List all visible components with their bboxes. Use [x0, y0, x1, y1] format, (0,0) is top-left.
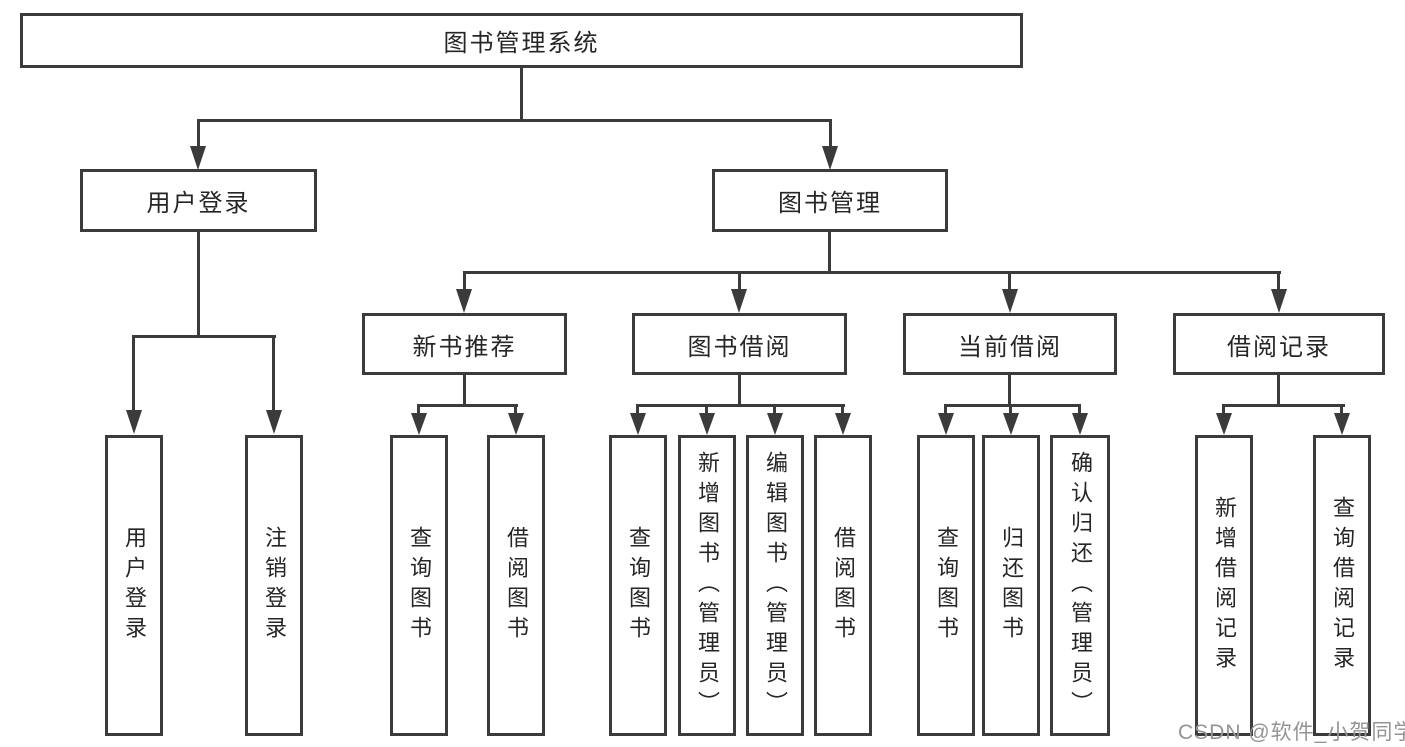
connector-line	[1009, 404, 1012, 415]
connector-line	[1222, 404, 1225, 415]
connector-line	[705, 404, 708, 415]
connector-line	[1222, 404, 1345, 407]
leaf-label: 归还图书	[999, 525, 1024, 646]
connector-line	[417, 404, 420, 415]
leaf-label: 查询借阅记录	[1330, 495, 1355, 676]
connector-line	[1277, 271, 1280, 291]
arrowhead-down-icon	[411, 413, 427, 435]
leaf-br-query-record: 查询借阅记录	[1313, 435, 1371, 736]
leaf-label: 编辑图书（管理员）	[763, 450, 788, 721]
node-label: 新书推荐	[412, 333, 517, 361]
arrowhead-down-icon	[835, 413, 851, 435]
connector-line	[1008, 271, 1011, 291]
arrowhead-down-icon	[630, 413, 646, 435]
connector-line	[738, 375, 741, 406]
connector-line	[636, 404, 639, 415]
node-label: 用户登录	[146, 190, 251, 217]
arrowhead-down-icon	[1003, 413, 1019, 435]
arrowhead-down-icon	[1072, 413, 1088, 435]
connector-line	[1340, 404, 1343, 415]
node-label: 图书借阅	[687, 333, 792, 361]
leaf-label: 查询图书	[934, 525, 959, 646]
node-label: 图书管理	[778, 190, 882, 217]
leaf-cb-query-book: 查询图书	[917, 435, 975, 736]
node-root-library-system: 图书管理系统	[20, 13, 1023, 68]
arrowhead-down-icon	[1216, 413, 1232, 435]
leaf-label: 确认归还（管理员）	[1068, 450, 1093, 721]
connector-line	[636, 404, 845, 407]
leaf-bb-edit-book-admin: 编辑图书（管理员）	[746, 435, 804, 736]
connector-line	[463, 271, 1281, 274]
leaf-bb-add-book-admin: 新增图书（管理员）	[678, 435, 736, 736]
arrowhead-down-icon	[456, 289, 472, 313]
node-label: 当前借阅	[958, 333, 1062, 361]
arrowhead-down-icon	[266, 410, 282, 434]
leaf-nb-borrow-book: 借阅图书	[487, 435, 545, 736]
leaf-label: 查询图书	[407, 525, 432, 646]
arrowhead-down-icon	[508, 413, 524, 435]
connector-line	[738, 271, 741, 291]
node-book-management: 图书管理	[712, 169, 948, 232]
connector-line	[944, 404, 1081, 407]
arrowhead-down-icon	[822, 146, 838, 170]
arrowhead-down-icon	[1271, 289, 1287, 313]
leaf-cb-return-book: 归还图书	[982, 435, 1040, 736]
node-borrow-records: 借阅记录	[1173, 313, 1385, 375]
arrowhead-down-icon	[190, 146, 206, 170]
node-user-login: 用户登录	[80, 169, 317, 232]
connector-line	[1277, 375, 1280, 406]
node-book-borrow: 图书借阅	[632, 313, 847, 375]
arrowhead-down-icon	[1334, 413, 1350, 435]
leaf-bb-borrow-book: 借阅图书	[814, 435, 872, 736]
leaf-label: 新增借阅记录	[1212, 495, 1237, 676]
leaf-cb-confirm-return-admin: 确认归还（管理员）	[1050, 435, 1110, 736]
node-current-borrow: 当前借阅	[903, 313, 1117, 375]
leaf-bb-query-book: 查询图书	[609, 435, 667, 736]
connector-line	[463, 271, 466, 291]
connector-line	[272, 335, 275, 412]
leaf-br-add-record: 新增借阅记录	[1195, 435, 1253, 736]
leaf-label: 借阅图书	[504, 525, 529, 646]
node-label: 图书管理系统	[443, 30, 600, 57]
arrowhead-down-icon	[126, 410, 142, 434]
connector-line	[132, 335, 135, 412]
leaf-label: 新增图书（管理员）	[695, 450, 720, 721]
connector-line	[514, 404, 517, 415]
csdn-watermark: CSDN @软件_小贺同学	[1178, 721, 1405, 744]
node-label: 借阅记录	[1227, 333, 1331, 361]
leaf-nb-query-book: 查询图书	[390, 435, 448, 736]
connector-line	[828, 232, 831, 273]
connector-line	[944, 404, 947, 415]
connector-line	[1078, 404, 1081, 415]
connector-line	[1008, 375, 1011, 406]
node-new-book-recommend: 新书推荐	[362, 313, 567, 375]
connector-line	[773, 404, 776, 415]
connector-line	[417, 404, 518, 407]
arrowhead-down-icon	[1002, 289, 1018, 313]
leaf-logout: 注销登录	[245, 435, 303, 736]
connector-line	[841, 404, 844, 415]
leaf-label: 注销登录	[262, 525, 287, 646]
leaf-user-login: 用户登录	[105, 435, 163, 736]
connector-line	[197, 232, 200, 338]
leaf-label: 借阅图书	[831, 525, 856, 646]
arrowhead-down-icon	[767, 413, 783, 435]
arrowhead-down-icon	[938, 413, 954, 435]
connector-line	[197, 119, 832, 122]
connector-line	[829, 119, 832, 147]
leaf-label: 查询图书	[626, 525, 651, 646]
arrowhead-down-icon	[731, 289, 747, 313]
connector-line	[197, 119, 200, 147]
connector-line	[132, 335, 276, 338]
connector-line	[520, 68, 523, 121]
connector-line	[463, 375, 466, 406]
arrowhead-down-icon	[699, 413, 715, 435]
leaf-label: 用户登录	[122, 525, 147, 646]
